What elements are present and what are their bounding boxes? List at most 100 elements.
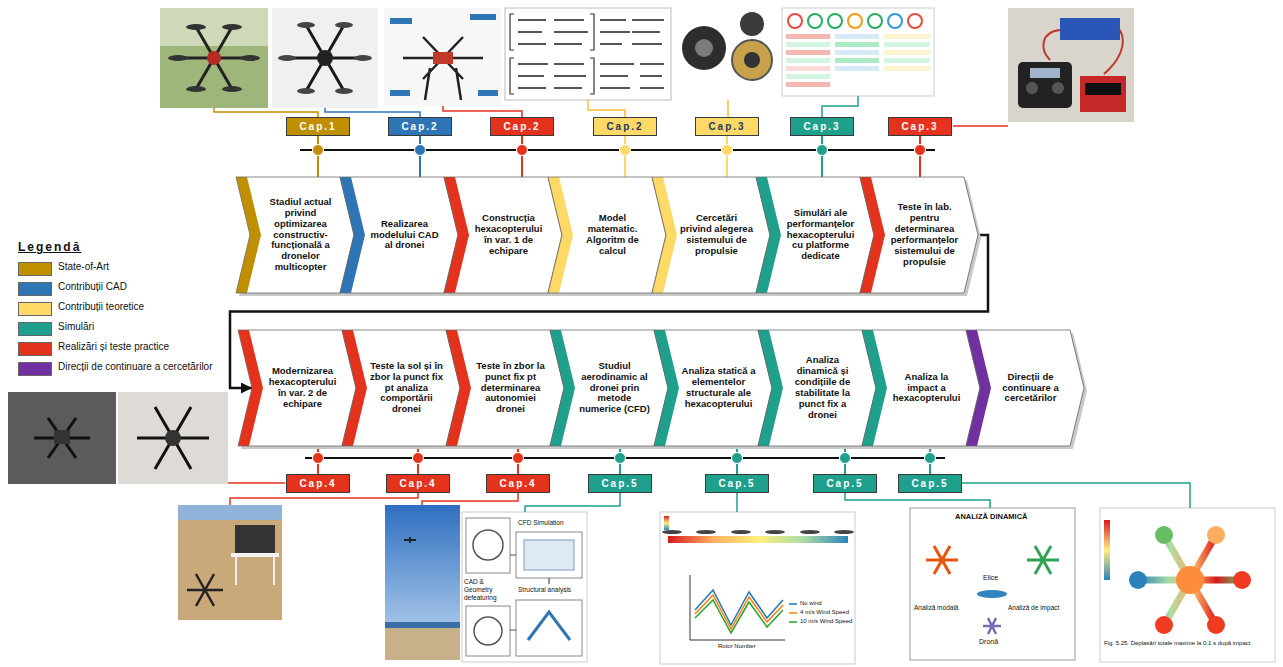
chapter-tag: Cap.2 <box>490 117 554 136</box>
panel-title: ANALIZĂ DINAMICĂ <box>955 512 1028 521</box>
drone-photo <box>272 8 378 108</box>
drone-photo <box>390 18 412 24</box>
simulation-dashboard <box>868 14 882 28</box>
step-title: Simulări ale performanțelor hexacopterul… <box>783 208 858 263</box>
step-text-box: Teste în lab. pentru determinarea perfor… <box>887 180 962 290</box>
chevron-body <box>665 330 772 446</box>
timeline-dot <box>620 145 631 156</box>
drone-photo <box>384 8 502 106</box>
chapter-number: Cap.3 <box>708 121 745 132</box>
chapter-number: Cap.5 <box>911 478 948 489</box>
static-analysis-chart <box>662 530 854 534</box>
leader-line <box>588 100 625 117</box>
flight-test-photo <box>404 537 416 543</box>
simulation-dashboard <box>835 42 879 47</box>
cfd-workflow <box>516 600 582 656</box>
impact-analysis-chart <box>1207 526 1225 544</box>
dynamic-analysis-chart <box>910 508 1075 660</box>
chevron-shape <box>238 330 356 446</box>
chevron-shape <box>652 177 770 293</box>
chevron-shadow <box>239 180 357 296</box>
drone-photo <box>186 24 206 30</box>
test-bench-photo <box>1026 82 1038 94</box>
axis-title: Rotor Number <box>718 643 756 650</box>
step-chevron: Stadiul actual privind optimizarea const… <box>236 177 354 293</box>
drone-photo <box>287 25 363 91</box>
legend-text: Contribuții CAD <box>58 281 213 294</box>
simulation-dashboard <box>884 34 930 39</box>
timeline-dot <box>513 453 524 464</box>
chevron-shape <box>654 330 772 446</box>
test-bench-photo <box>1008 8 1134 122</box>
step-text-box: Analiza la impact a hexacopterului <box>889 333 964 443</box>
drone-photo <box>278 22 372 94</box>
dynamic-analysis-chart <box>983 618 1001 634</box>
flow-step-label: CFD Simulation <box>518 519 564 527</box>
drone-photo <box>222 86 242 92</box>
leader-line <box>525 493 620 512</box>
chevron-shadow <box>447 180 565 296</box>
field-test-photo <box>187 574 223 606</box>
test-bench-photo <box>1030 68 1060 78</box>
connector <box>230 235 988 388</box>
simulation-dashboard <box>782 8 934 96</box>
drone-photo <box>335 88 353 94</box>
cfd-workflow <box>466 606 510 656</box>
test-bench-photo <box>1085 83 1121 95</box>
legend-swatch <box>18 282 52 296</box>
chapter-tag: Cap.5 <box>588 474 652 493</box>
cfd-workflow <box>510 555 549 630</box>
simulation-dashboard <box>835 58 879 63</box>
chevron-body <box>455 177 562 293</box>
static-analysis-chart <box>690 575 785 640</box>
simulation-dashboard <box>786 74 830 79</box>
step-title: Teste în zbor la punct fix pt determinar… <box>473 361 548 416</box>
drone-photo <box>160 8 268 46</box>
chevron-shape <box>550 330 668 446</box>
simulation-dashboard <box>884 58 930 63</box>
leader-line <box>736 493 738 512</box>
step-title: Construcția hexacopterului în var. 1 de … <box>471 213 546 257</box>
chevron-shape <box>548 177 666 293</box>
drone-photo <box>165 430 181 446</box>
timeline-dot <box>817 145 828 156</box>
legend-text: Contribuții teoretice <box>58 301 213 314</box>
step-chevron: Direcții de continuare a cercetărilor <box>966 330 1084 446</box>
static-analysis-chart <box>662 530 682 534</box>
step-chevron: Cercetări privind alegerea sistemului de… <box>652 177 770 293</box>
step-title: Modernizarea hexacopterului în var. 2 de… <box>265 366 340 410</box>
simulation-dashboard <box>884 50 930 55</box>
drone-photo <box>222 24 242 30</box>
step-text-box: Construcția hexacopterului în var. 1 de … <box>471 180 546 290</box>
static-analysis-chart <box>660 512 855 664</box>
chevron-shadow <box>969 333 1087 449</box>
chevron-outline <box>548 177 666 293</box>
static-analysis-chart <box>765 530 785 534</box>
figure-caption: Fig. 5.25. Deplasări totale maxime la 0.… <box>1104 640 1272 647</box>
flow-step-label: Structural analysis <box>518 586 571 594</box>
impact-analysis-chart <box>1129 571 1147 589</box>
static-analysis-chart <box>800 530 820 534</box>
drone-photo <box>168 24 260 92</box>
connector <box>624 136 626 177</box>
test-bench-photo <box>1018 62 1072 108</box>
step-text-box: Cercetări privind alegerea sistemului de… <box>679 180 754 290</box>
field-test-photo <box>236 557 274 585</box>
cfd-workflow <box>516 532 582 578</box>
chevron-shadow <box>241 333 359 449</box>
flight-test-photo <box>385 505 460 660</box>
step-chevron: Analiza statică a elementelor structural… <box>654 330 772 446</box>
step-chevron: Teste în zbor la punct fix pt determinar… <box>446 330 564 446</box>
simulation-dashboard <box>782 8 934 96</box>
step-chevron: Studiul aerodinamic al dronei prin metod… <box>550 330 668 446</box>
chevron-body <box>769 330 876 446</box>
simulation-dashboard <box>786 66 830 71</box>
legend-swatch <box>18 362 52 376</box>
step-title: Analiza dinamică și condițiile de stabil… <box>785 355 860 421</box>
chevron-band <box>444 177 562 293</box>
chapter-number: Cap.5 <box>826 478 863 489</box>
cfd-workflow <box>462 512 587 662</box>
